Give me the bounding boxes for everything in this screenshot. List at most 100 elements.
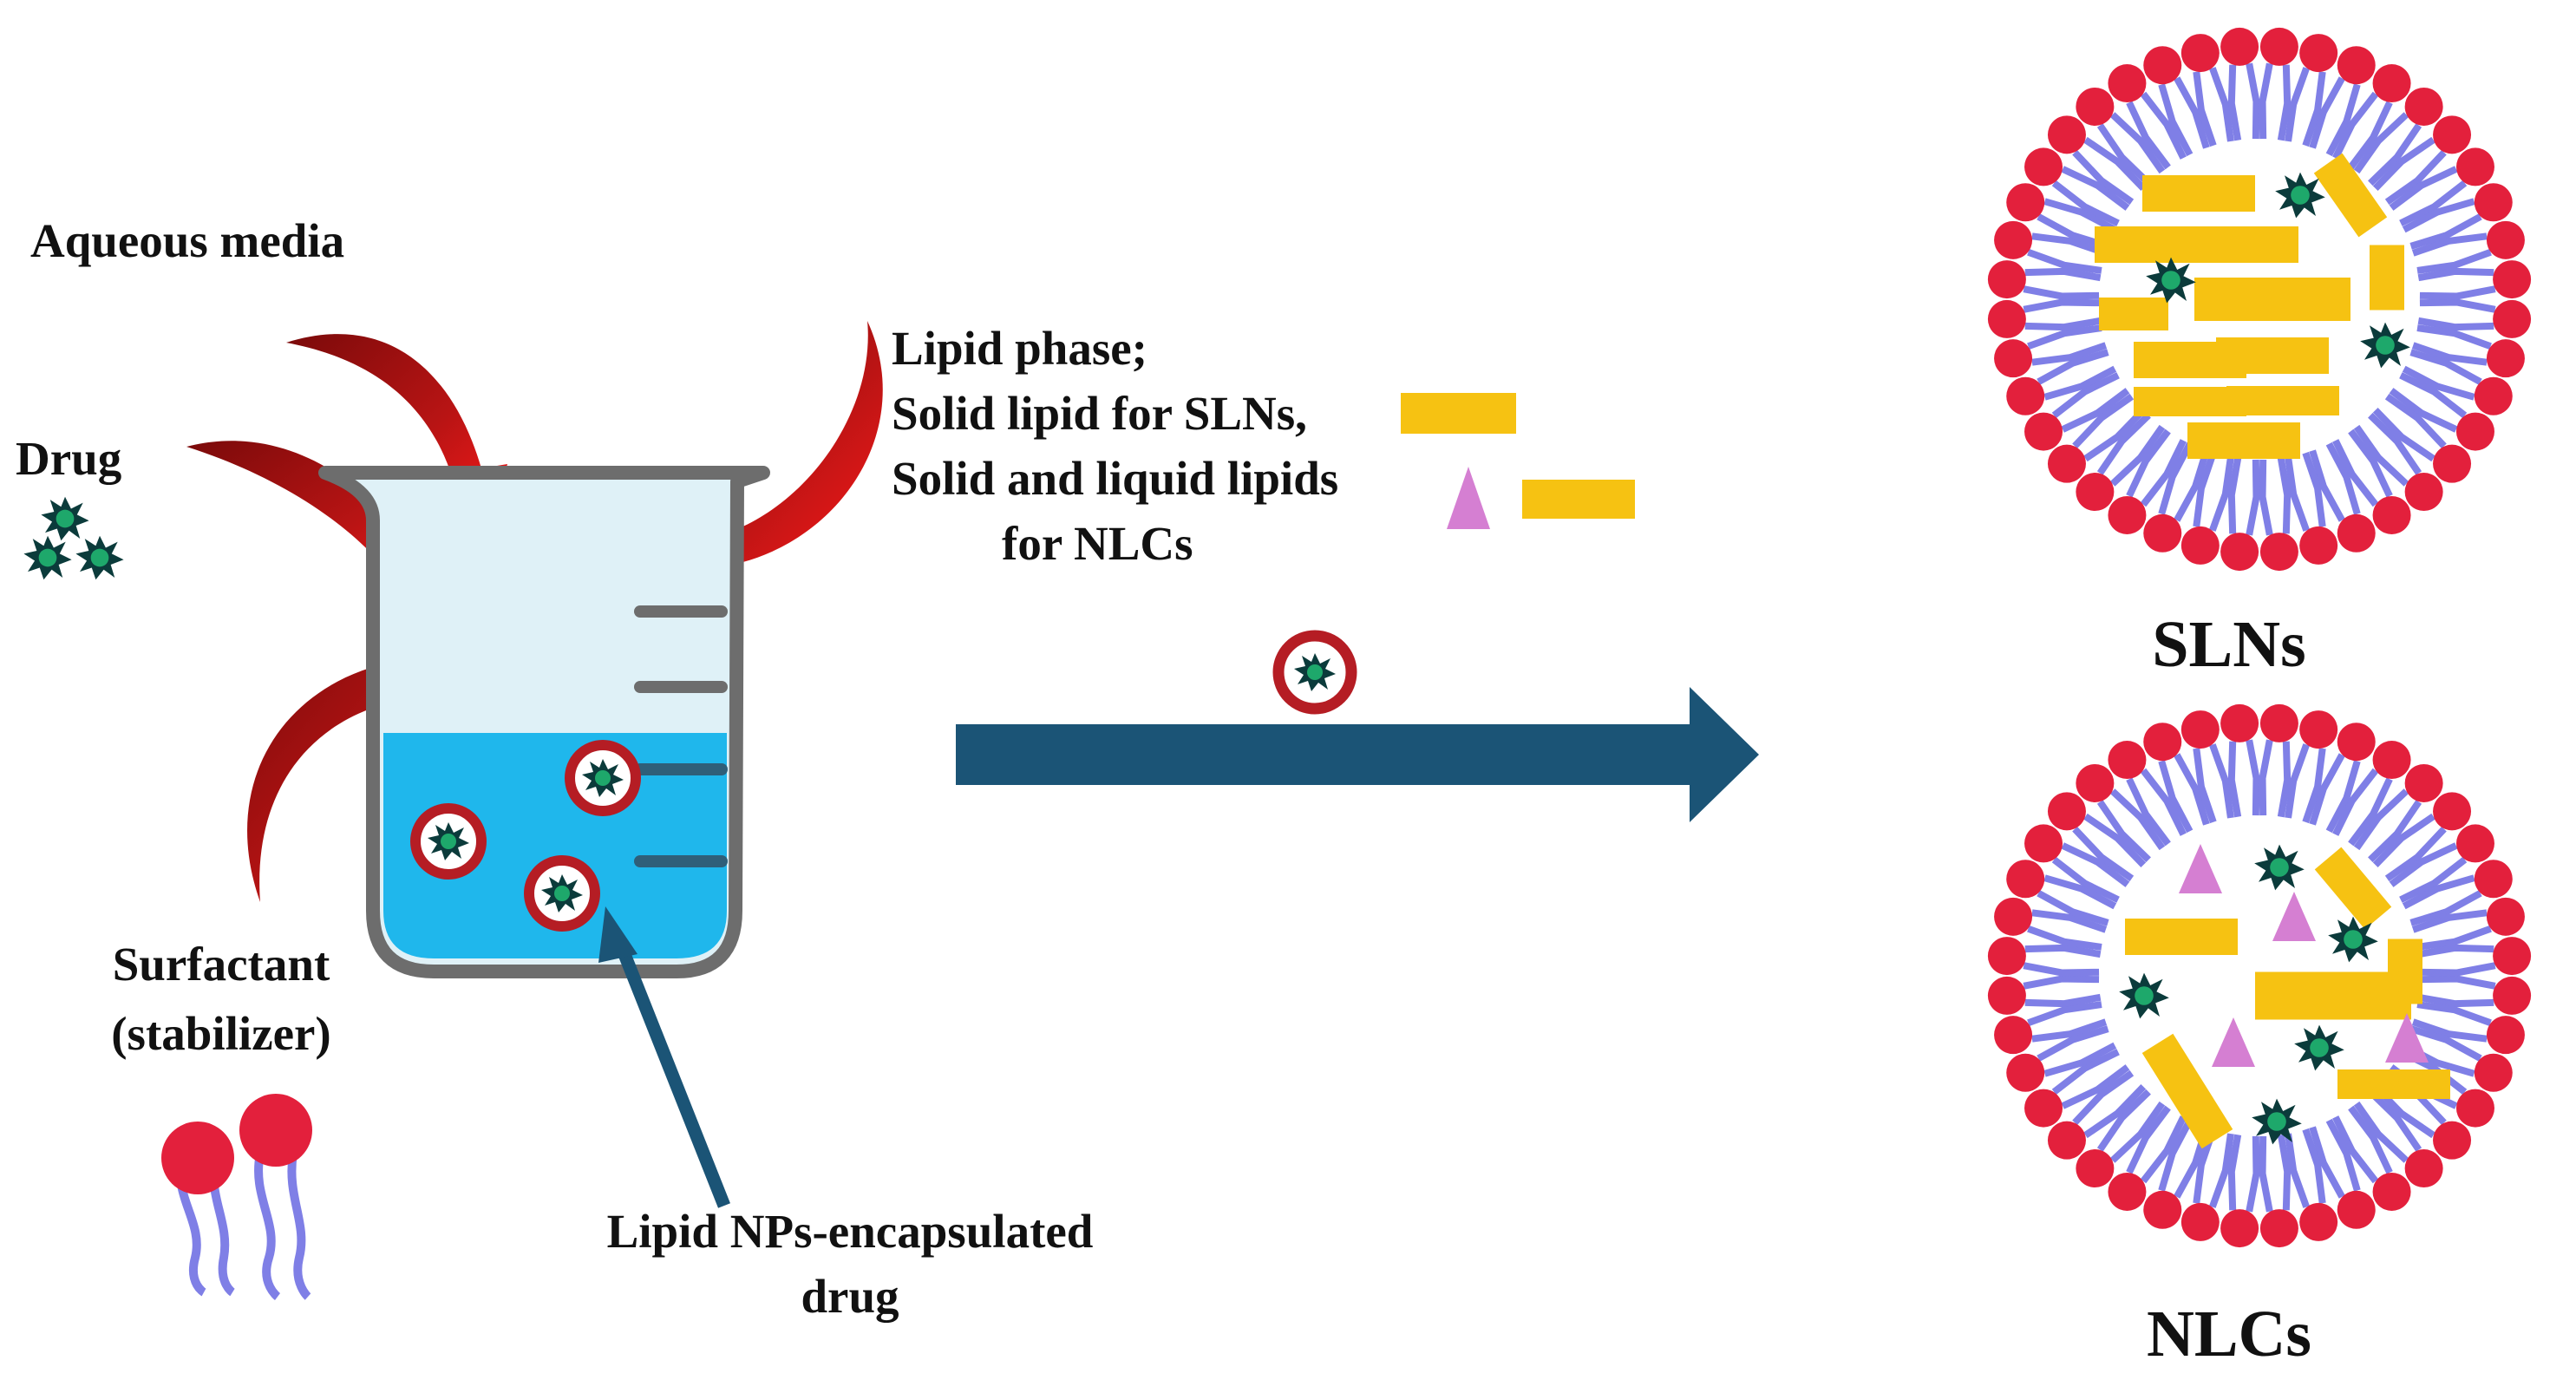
sln-particle bbox=[1987, 27, 2532, 572]
lipid-head-icon bbox=[2455, 147, 2494, 186]
lipid-head-icon bbox=[2047, 444, 2086, 483]
solid-lipid-icon bbox=[2194, 278, 2350, 321]
solid-lipid-icon bbox=[2313, 153, 2388, 238]
solid-lipid-icon bbox=[2370, 245, 2404, 311]
lipid-head-icon bbox=[2108, 64, 2147, 103]
lipid-head-icon bbox=[2047, 1121, 2086, 1160]
aqueous-media-label: Aqueous media bbox=[30, 214, 345, 267]
lipid-head-icon bbox=[2024, 824, 2063, 863]
lipid-head-icon bbox=[2143, 513, 2182, 553]
sln-title: SLNs bbox=[2152, 608, 2306, 681]
lipid-head-icon bbox=[2372, 495, 2411, 534]
drug-icon bbox=[23, 496, 124, 580]
stabilizer-label: (stabilizer) bbox=[111, 1007, 331, 1060]
lipid-head-icon bbox=[2108, 495, 2147, 534]
lipid-head-icon bbox=[2493, 260, 2532, 299]
lipid-head-icon bbox=[2006, 1053, 2045, 1092]
encapsulated-drug-label: Lipid NPs-encapsulated bbox=[606, 1205, 1094, 1258]
lipid-head-icon bbox=[2024, 1089, 2063, 1128]
lipid-head-icon bbox=[2474, 860, 2513, 899]
lipid-head-icon bbox=[2259, 533, 2298, 572]
phospholipid-icon bbox=[161, 1094, 312, 1300]
process-arrow bbox=[956, 687, 1759, 822]
lipid-head-icon bbox=[2404, 763, 2443, 802]
lipid-head-icon bbox=[2259, 703, 2298, 742]
lipid-head-icon bbox=[2024, 412, 2063, 451]
lipid-head-icon bbox=[2455, 412, 2494, 451]
solid-lipid-icon bbox=[1522, 480, 1635, 519]
lipid-head-icon bbox=[2143, 1190, 2182, 1229]
for-nlcs-label: for NLCs bbox=[1002, 517, 1193, 570]
lipid-head-icon bbox=[2024, 147, 2063, 186]
lipid-head-icon bbox=[2143, 46, 2182, 85]
lipid-head-icon bbox=[2006, 860, 2045, 899]
lipid-head-icon bbox=[2299, 710, 2338, 749]
solid-lipid-icon bbox=[2125, 919, 2238, 955]
lipid-head-icon bbox=[2220, 1209, 2259, 1248]
solid-lipid-icon bbox=[2388, 939, 2422, 1004]
lipid-head-icon bbox=[2474, 376, 2513, 415]
lipid-head-icon bbox=[2372, 1172, 2411, 1211]
lipid-head-icon bbox=[2337, 723, 2376, 762]
lipid-head-icon bbox=[2337, 1190, 2376, 1229]
lipid-head-icon bbox=[2108, 741, 2147, 780]
lipid-head-icon bbox=[2404, 1149, 2443, 1188]
lipid-head-icon bbox=[2337, 46, 2376, 85]
lipid-head-icon bbox=[1994, 220, 2033, 259]
nlc-title: NLCs bbox=[2146, 1298, 2312, 1370]
surfactant-label: Surfactant bbox=[112, 938, 330, 991]
solid-lipid-icon bbox=[2216, 337, 2329, 374]
solid-lipid-icon bbox=[2142, 175, 2255, 212]
solid-lipid-icon bbox=[2226, 386, 2339, 415]
liquid-lipid-icon bbox=[2385, 1013, 2429, 1063]
lipid-head-icon bbox=[2433, 444, 2472, 483]
nanoparticle-icon bbox=[1272, 630, 1357, 715]
lipid-head-icon bbox=[1994, 339, 2033, 378]
solid-lipid-icon bbox=[2255, 971, 2411, 1020]
lipid-head-icon bbox=[1994, 1016, 2033, 1055]
encapsulated-drug-label-2: drug bbox=[801, 1270, 899, 1323]
solid-lipid-icon bbox=[2314, 847, 2392, 930]
liquid-lipid-icon bbox=[2179, 844, 2222, 893]
lipid-head-icon bbox=[2455, 824, 2494, 863]
lipid-head-icon bbox=[1987, 299, 2026, 338]
lipid-head-icon bbox=[2076, 473, 2115, 512]
lipid-head-icon bbox=[2486, 897, 2525, 936]
solid-lipid-sln-label: Solid lipid for SLNs, bbox=[892, 387, 1307, 440]
solid-lipid-icon bbox=[2141, 1033, 2233, 1149]
lipid-head-icon bbox=[2404, 473, 2443, 512]
lipid-head-icon bbox=[2076, 1149, 2115, 1188]
lipid-head-icon bbox=[2006, 183, 2045, 222]
lipid-head-icon bbox=[2493, 299, 2532, 338]
lipid-head-icon bbox=[2433, 1121, 2472, 1160]
lipid-head-icon bbox=[1994, 897, 2033, 936]
lipid-head-icon bbox=[2180, 1202, 2220, 1241]
lipid-head-icon bbox=[1987, 260, 2026, 299]
solid-liquid-lipid-label: Solid and liquid lipids bbox=[892, 452, 1339, 505]
liquid-lipid-icon bbox=[2272, 892, 2316, 941]
lipid-head-icon bbox=[2372, 741, 2411, 780]
lipid-head-icon bbox=[2047, 792, 2086, 831]
lipid-head-icon bbox=[2493, 976, 2532, 1015]
lipid-head-icon bbox=[2404, 87, 2443, 126]
lipid-head-icon bbox=[2259, 27, 2298, 66]
lipid-head-icon bbox=[2076, 87, 2115, 126]
lipid-head-icon bbox=[1987, 937, 2026, 976]
lipid-head-icon bbox=[2259, 1209, 2298, 1248]
solid-lipid-icon bbox=[2095, 226, 2207, 263]
lipid-phase-label: Lipid phase; bbox=[892, 322, 1147, 375]
nanoparticle-icon bbox=[524, 855, 600, 932]
pointer-arrow bbox=[598, 906, 730, 1208]
lipid-head-icon bbox=[2180, 710, 2220, 749]
lipid-head-icon bbox=[2180, 526, 2220, 565]
lipid-head-icon bbox=[2486, 220, 2525, 259]
lipid-head-icon bbox=[2455, 1089, 2494, 1128]
lipid-head-icon bbox=[2047, 115, 2086, 154]
lipid-head-icon bbox=[2006, 376, 2045, 415]
nlc-particle bbox=[1987, 703, 2532, 1248]
lipid-head-icon bbox=[2372, 64, 2411, 103]
lipid-head-icon bbox=[2474, 183, 2513, 222]
lipid-head-icon bbox=[2299, 1202, 2338, 1241]
